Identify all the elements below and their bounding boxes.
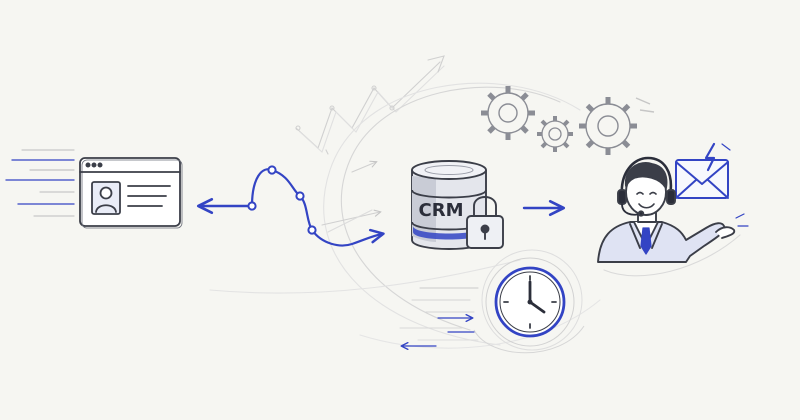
crm-label: CRM: [419, 200, 464, 221]
padlock-icon: [466, 196, 504, 249]
hand-motion-lines: [735, 213, 749, 227]
flow-path: [250, 168, 385, 247]
clock-swirl: [473, 249, 585, 354]
support-agent-icon: [597, 156, 736, 263]
background-sketch: [209, 55, 741, 349]
speed-lines-clock: [400, 313, 475, 351]
clock-icon: [494, 266, 566, 338]
gear-icon-small: [537, 116, 573, 152]
speed-lines-left: [5, 149, 75, 217]
profile-webpage-icon: [79, 157, 183, 229]
flow-nodes: [247, 165, 317, 235]
gear-icon-large: [579, 97, 655, 155]
lightning-envelope-icon: [675, 142, 731, 199]
gear-icon: [481, 86, 535, 140]
